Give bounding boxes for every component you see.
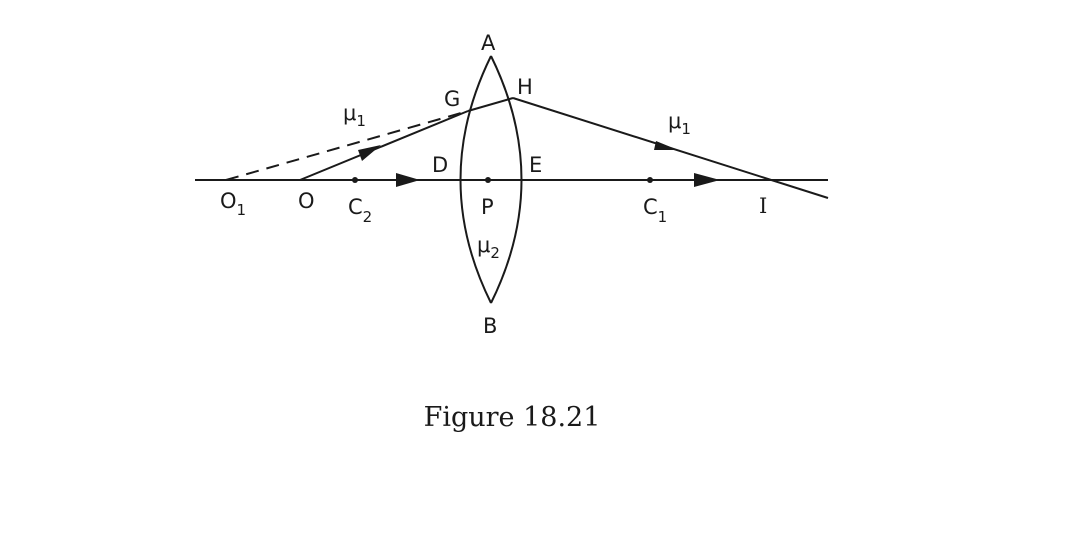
label-c2: C2 [348,195,372,226]
label-g: G [444,87,460,111]
refracted-ray-g-h [467,97,514,112]
label-d: D [432,153,448,177]
lens-left-surface [459,55,492,304]
arrow-emergent-ray [654,141,678,150]
label-a: A [481,31,496,55]
label-e: E [529,153,542,177]
label-i: I [759,194,767,218]
label-c1: C1 [643,195,667,226]
label-o1: O1 [220,189,246,219]
arrow-incident-ray [358,145,381,161]
point-c2 [352,177,358,183]
figure-caption: Figure 18.21 [424,402,601,433]
arrow-axis-right [694,173,720,187]
label-h: H [517,75,533,99]
point-c1 [647,177,653,183]
label-mu2: μ2 [477,233,500,262]
label-p: P [481,195,494,219]
label-mu1-right: μ1 [668,109,691,138]
label-mu1-left: μ1 [343,101,366,130]
incident-ray-o-g [299,110,469,181]
label-b: B [483,314,497,338]
lens-right-surface [490,55,523,304]
label-o: O [298,189,315,213]
point-p [485,177,491,183]
arrow-axis-left [396,173,420,187]
